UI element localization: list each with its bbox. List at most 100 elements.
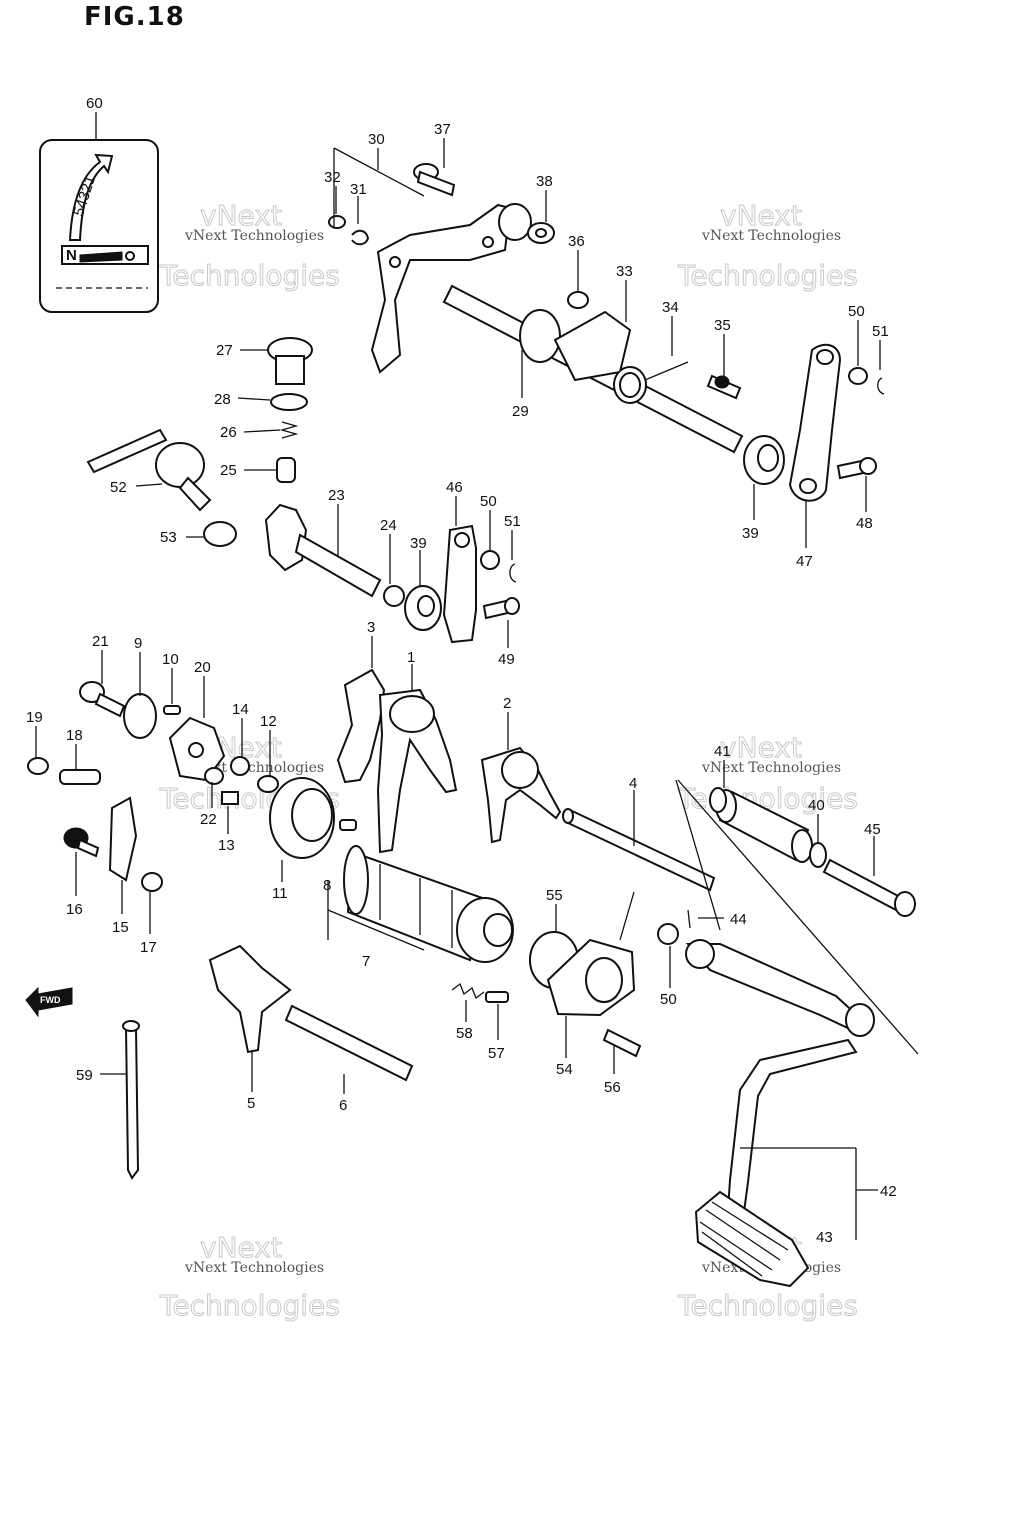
pin-8 <box>339 819 357 831</box>
gasket-28 <box>270 393 308 411</box>
callout-51-upper: 51 <box>872 323 889 340</box>
o-ring-40 <box>809 842 827 868</box>
callout-21: 21 <box>92 633 109 650</box>
svg-text:vNext Technologies: vNext Technologies <box>184 228 324 244</box>
callout-58: 58 <box>456 1025 473 1042</box>
callout-60: 60 <box>86 95 103 112</box>
callout-26: 26 <box>220 424 237 441</box>
bolt-48 <box>836 457 877 480</box>
callout-33: 33 <box>616 263 633 280</box>
figure-title: FIG.18 <box>84 2 185 32</box>
pin-22 <box>204 767 224 785</box>
clip-31-32 <box>328 215 370 246</box>
washer-50-lower <box>657 923 679 945</box>
svg-text:FWD: FWD <box>40 995 61 1005</box>
bearing-39-lower <box>404 585 442 631</box>
shift-pedal-rubber-43 <box>694 1190 810 1288</box>
callout-22: 22 <box>200 811 217 828</box>
callout-leaders <box>35 112 881 1094</box>
callout-9: 9 <box>134 635 142 652</box>
washer-38 <box>527 222 555 244</box>
callout-10: 10 <box>162 651 179 668</box>
pin-57 <box>485 991 509 1003</box>
bolt-45 <box>822 858 916 917</box>
callout-15: 15 <box>112 919 129 936</box>
lever-46 <box>442 524 477 644</box>
svg-text:vNext: vNext <box>200 1231 282 1264</box>
callout-14: 14 <box>232 701 249 718</box>
callout-8: 8 <box>323 877 331 894</box>
callout-50-middle: 50 <box>480 493 497 510</box>
callout-30: 30 <box>368 131 385 148</box>
washer-24 <box>383 585 405 607</box>
callout-31: 31 <box>350 181 367 198</box>
washer-clip-50-51-upper <box>848 367 885 395</box>
shift-fork-1 <box>376 688 458 854</box>
o-ring-53 <box>203 521 237 547</box>
callout-3: 3 <box>367 619 375 636</box>
bolt-59 <box>122 1020 140 1180</box>
callout-1: 1 <box>407 649 415 666</box>
callout-19: 19 <box>26 709 43 726</box>
callout-59: 59 <box>76 1067 93 1084</box>
shift-pattern-plate: 54321 N <box>39 139 159 313</box>
svg-text:vNext: vNext <box>200 199 282 232</box>
callout-57: 57 <box>488 1045 505 1062</box>
washer-12 <box>257 775 279 793</box>
svg-text:Technologies: Technologies <box>159 259 340 292</box>
o-ring-41 <box>709 787 727 813</box>
spring-26 <box>279 421 299 439</box>
stopper-plate-15 <box>108 796 138 882</box>
callout-38: 38 <box>536 173 553 190</box>
gearshift-lever-42 <box>685 939 875 1214</box>
callout-41: 41 <box>714 743 731 760</box>
callout-12: 12 <box>260 713 277 730</box>
washer-36 <box>567 291 589 309</box>
callout-18: 18 <box>66 727 83 744</box>
shift-fork-5 <box>208 944 292 1054</box>
svg-text:vNext: vNext <box>720 199 802 232</box>
spring-18 <box>59 769 101 785</box>
callout-16: 16 <box>66 901 83 918</box>
callout-54: 54 <box>556 1061 573 1078</box>
callout-51-middle: 51 <box>504 513 521 530</box>
svg-text:Technologies: Technologies <box>159 1289 340 1322</box>
callout-48: 48 <box>856 515 873 532</box>
roller-14 <box>230 756 250 776</box>
callout-47: 47 <box>796 553 813 570</box>
bolt-19 <box>27 757 49 775</box>
watermark-4: vNext Technologies vNext Technologies <box>677 731 859 816</box>
callout-36: 36 <box>568 233 585 250</box>
svg-text:Technologies: Technologies <box>677 1289 858 1322</box>
callout-35: 35 <box>714 317 731 334</box>
cam-drum-7 <box>343 845 514 963</box>
callout-53: 53 <box>160 529 177 546</box>
callout-13: 13 <box>218 837 235 854</box>
bolt-16 <box>63 827 100 858</box>
gearshift-shaft <box>442 284 744 454</box>
neutral-switch-52 <box>86 428 212 512</box>
fwd-arrow-icon: FWD <box>25 986 73 1018</box>
shift-fork-3 <box>336 668 386 784</box>
svg-text:vNext Technologies: vNext Technologies <box>184 1260 324 1276</box>
fork-shaft-4 <box>562 808 716 892</box>
washer-clip-50-51-middle <box>480 550 517 583</box>
callout-4: 4 <box>629 775 637 792</box>
callout-5: 5 <box>247 1095 255 1112</box>
watermark-5: vNext Technologies vNext Technologies <box>159 1231 341 1323</box>
callout-28: 28 <box>214 391 231 408</box>
svg-text:N: N <box>66 247 77 264</box>
bolt-56 <box>602 1028 642 1058</box>
neutral-housing-54 <box>546 891 636 1017</box>
washer-17 <box>141 872 163 892</box>
callout-29: 29 <box>512 403 529 420</box>
gearshift-cam-23 <box>264 503 382 598</box>
bolt-35 <box>706 374 742 400</box>
callout-32: 32 <box>324 169 341 186</box>
callout-24: 24 <box>380 517 397 534</box>
svg-text:vNext Technologies: vNext Technologies <box>701 228 841 244</box>
watermark-1: vNext Technologies vNext Technologies <box>159 199 341 293</box>
pin-44 <box>687 909 691 929</box>
callout-52: 52 <box>110 479 127 496</box>
